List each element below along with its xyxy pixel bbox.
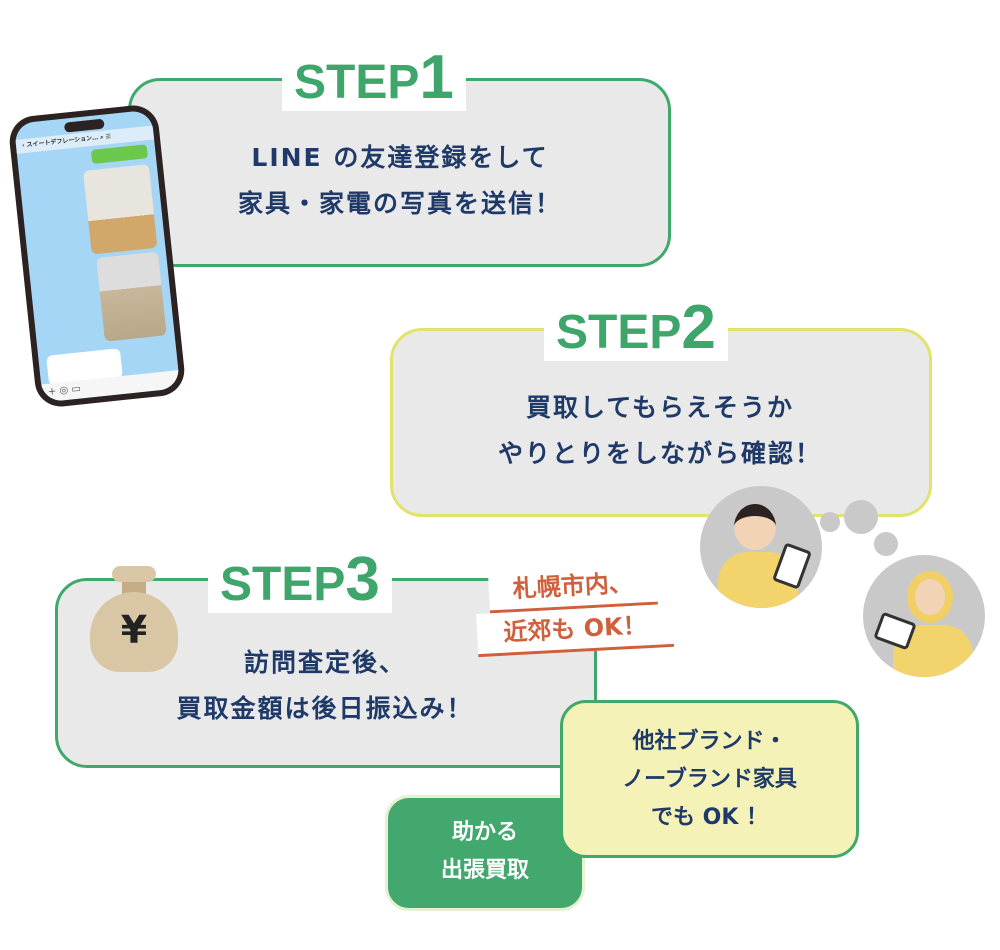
step2-text: 買取してもらえそうか やりとりをしながら確認！ <box>430 385 890 477</box>
thought-dot <box>820 512 840 532</box>
service-badge-line2: 出張買取 <box>440 858 529 883</box>
brand-note-line1: 他社ブランド・ <box>632 729 787 754</box>
brand-note-line2: ノーブランド家具 <box>622 767 797 792</box>
thought-dot <box>874 532 898 556</box>
step2-line1: 買取してもらえそうか <box>525 393 794 422</box>
service-badge: 助かる 出張買取 <box>385 795 585 911</box>
step-number: 3 <box>345 545 380 614</box>
step-label: STEP <box>220 558 346 611</box>
step-label: STEP <box>556 306 682 359</box>
phone-illustration: ‹ スイートデフレーション… ⌕ ☰ + ◎ ▭ <box>7 102 187 410</box>
man-with-phone-illustration <box>700 486 822 608</box>
area-note-line2: 近郊も OK！ <box>476 603 675 658</box>
step1-text: LINE の友達登録をして 家具・家電の写真を送信！ <box>175 135 625 227</box>
chat-title: スイートデフレーション… <box>26 134 99 149</box>
step3-line2: 買取金額は後日振込み！ <box>176 694 474 723</box>
step1-line1: LINE の友達登録をして <box>251 143 549 172</box>
green-message <box>90 144 149 164</box>
step2-line2: やりとりをしながら確認！ <box>497 439 822 468</box>
brand-note-line3: でも OK ！ <box>650 805 769 830</box>
area-note: 札幌市内、 近郊も OK！ <box>474 561 675 658</box>
step2-title: STEP2 <box>544 297 728 361</box>
brand-note-box: 他社ブランド・ ノーブランド家具 でも OK ！ <box>560 700 859 858</box>
service-badge-line1: 助かる <box>451 820 518 845</box>
step3-line1: 訪問査定後、 <box>243 648 406 677</box>
phone-screen: ‹ スイートデフレーション… ⌕ ☰ + ◎ ▭ <box>13 109 181 403</box>
step1-title: STEP1 <box>282 47 466 111</box>
money-bag-icon: ¥ <box>90 562 178 674</box>
woman-with-phone-illustration <box>863 555 985 677</box>
yen-symbol: ¥ <box>120 608 148 652</box>
photo-desk <box>96 251 167 342</box>
step3-title: STEP3 <box>208 549 392 613</box>
thought-dot <box>844 500 878 534</box>
step-number: 2 <box>681 293 716 362</box>
step3-text: 訪問査定後、 買取金額は後日振込み！ <box>100 640 550 732</box>
step-number: 1 <box>419 43 454 112</box>
step-label: STEP <box>294 56 420 109</box>
photo-fridge <box>83 164 158 255</box>
step1-line2: 家具・家電の写真を送信！ <box>237 189 562 218</box>
